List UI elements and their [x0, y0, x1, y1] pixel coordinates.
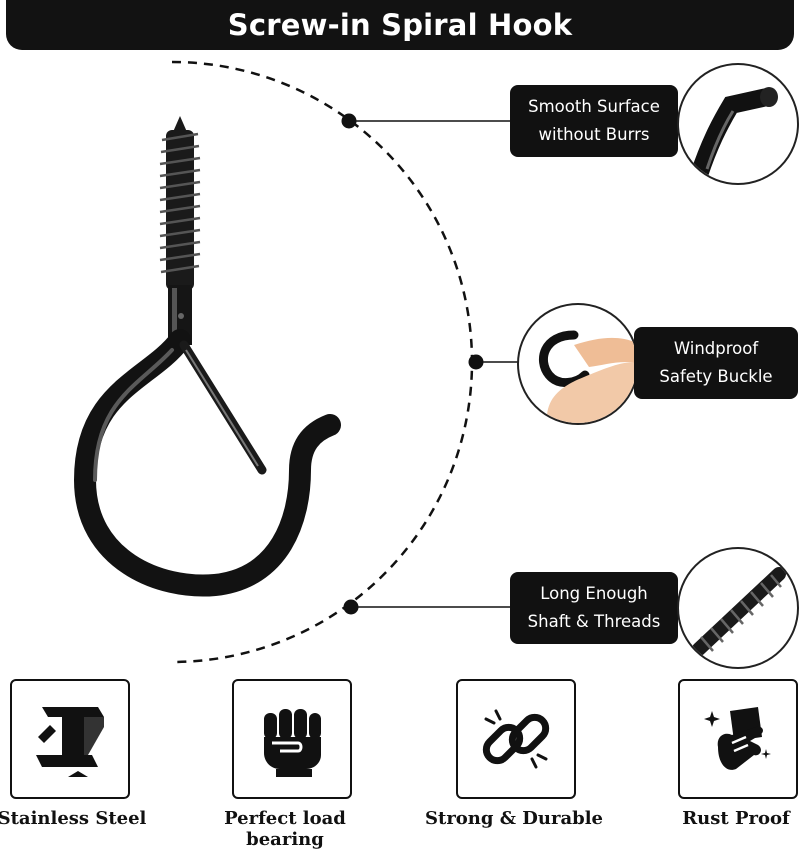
- safety-buckle-closeup: [517, 303, 639, 425]
- feature-card-steel: [10, 679, 130, 799]
- pointer-dot-3: [343, 599, 359, 615]
- pointer-dot-2: [468, 354, 484, 370]
- callout-safety-buckle: Windproof Safety Buckle: [634, 327, 798, 399]
- smooth-surface-closeup: [677, 63, 799, 185]
- feature-card-load: [232, 679, 352, 799]
- callout-1-line-1: Smooth Surface: [528, 97, 660, 116]
- cleaning-cloth-icon: [704, 707, 771, 770]
- pointer-dot-1: [341, 113, 357, 129]
- dashed-arc: [171, 60, 474, 664]
- callout-1-line-2: without Burrs: [538, 125, 650, 144]
- callout-2-line-2: Safety Buckle: [659, 367, 773, 386]
- callout-2-line-1: Windproof: [673, 339, 759, 358]
- callout-smooth-surface: Smooth Surface without Burrs: [510, 85, 678, 157]
- feature-card-rust: [678, 679, 798, 799]
- feature-label-durable: Strong & Durable: [425, 808, 603, 829]
- threads-closeup: [677, 547, 799, 669]
- fist-icon: [264, 709, 321, 777]
- steel-beam-icon: [36, 707, 104, 777]
- feature-card-durable: [456, 679, 576, 799]
- chain-link-icon: [482, 709, 550, 769]
- feature-label-load: Perfect load bearing: [224, 808, 346, 850]
- title-banner: Screw-in Spiral Hook: [6, 0, 794, 50]
- callout-long-shaft: Long Enough Shaft & Threads: [510, 572, 678, 644]
- feature-label-steel: Stainless Steel: [0, 808, 147, 829]
- callout-3-line-1: Long Enough: [540, 584, 648, 603]
- feature-label-rust: Rust Proof: [682, 808, 790, 829]
- screw-hook-image: [73, 116, 341, 597]
- hero-illustration: [73, 60, 520, 664]
- callout-3-line-2: Shaft & Threads: [527, 612, 661, 631]
- page-title: Screw-in Spiral Hook: [227, 8, 573, 42]
